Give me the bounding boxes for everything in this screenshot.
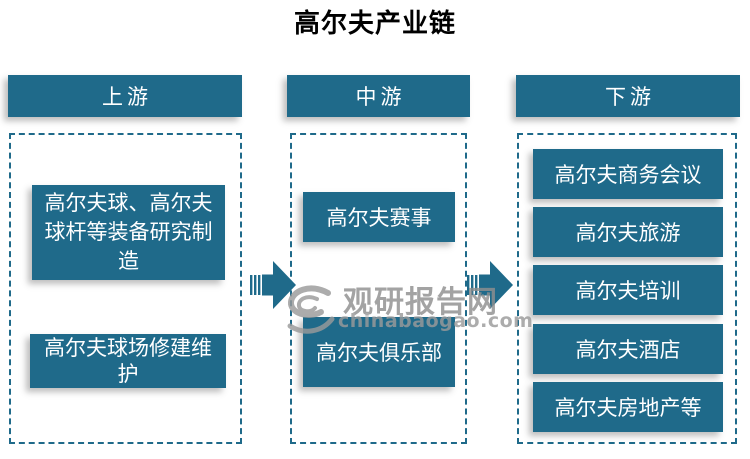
flow-arrow-midstream-to-downstream-icon bbox=[467, 261, 513, 309]
column-header-midstream: 中游 bbox=[287, 75, 470, 117]
downstream-item-training: 高尔夫培训 bbox=[533, 265, 723, 315]
upstream-group-container bbox=[9, 133, 242, 444]
downstream-item-business-meetings: 高尔夫商务会议 bbox=[533, 149, 723, 199]
midstream-group-container bbox=[290, 133, 467, 444]
downstream-item-real-estate: 高尔夫房地产等 bbox=[533, 382, 723, 432]
midstream-item-golf-clubs: 高尔夫俱乐部 bbox=[303, 317, 455, 387]
midstream-item-golf-events: 高尔夫赛事 bbox=[303, 192, 455, 242]
column-header-downstream: 下游 bbox=[516, 75, 740, 117]
flow-arrow-upstream-to-midstream-icon bbox=[250, 261, 296, 309]
downstream-item-hotels: 高尔夫酒店 bbox=[533, 324, 723, 374]
upstream-item-course-construction: 高尔夫球场修建维护 bbox=[30, 334, 226, 388]
column-header-upstream: 上游 bbox=[8, 75, 242, 117]
diagram-title: 高尔夫产业链 bbox=[293, 9, 456, 39]
upstream-item-equipment-manufacturing: 高尔夫球、高尔夫球杆等装备研究制造 bbox=[32, 185, 225, 280]
downstream-item-tourism: 高尔夫旅游 bbox=[533, 207, 723, 257]
